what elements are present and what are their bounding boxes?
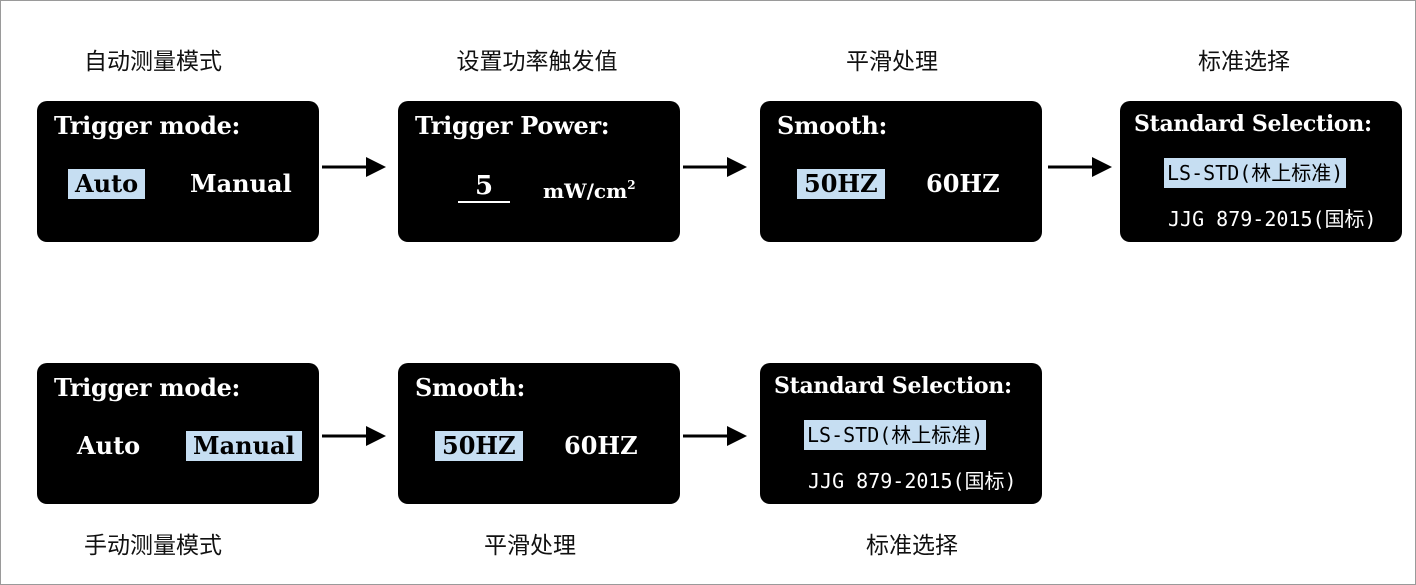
- caption-smooth: 平滑处理: [846, 49, 938, 75]
- option-jjg-879[interactable]: JJG 879-2015(国标): [808, 469, 1017, 493]
- screen-smooth: Smooth: 50HZ 60HZ: [760, 101, 1042, 242]
- caption-standard: 标准选择: [1198, 49, 1290, 75]
- screen-title: Standard Selection:: [1134, 111, 1372, 137]
- screen-title: Smooth:: [777, 111, 888, 140]
- option-manual[interactable]: Manual: [186, 431, 302, 461]
- option-50hz[interactable]: 50HZ: [435, 431, 523, 461]
- screen-title: Standard Selection:: [774, 373, 1012, 399]
- arrow-right-icon: [322, 426, 386, 446]
- option-60hz[interactable]: 60HZ: [564, 431, 638, 460]
- option-ls-std[interactable]: LS-STD(林上标准): [804, 420, 987, 450]
- caption-manual-mode: 手动测量模式: [84, 533, 222, 559]
- screen-title: Trigger mode:: [54, 373, 241, 402]
- screen-trigger-mode-auto: Trigger mode: Auto Manual: [37, 101, 319, 242]
- arrow-right-icon: [683, 426, 747, 446]
- screen-title: Trigger mode:: [54, 111, 241, 140]
- caption-smooth: 平滑处理: [484, 533, 576, 559]
- screen-trigger-power: Trigger Power: 5 mW/cm2: [398, 101, 680, 242]
- arrow-right-icon: [1048, 157, 1112, 177]
- option-auto[interactable]: Auto: [77, 431, 141, 460]
- screen-trigger-mode-manual: Trigger mode: Auto Manual: [37, 363, 319, 504]
- screen-title: Trigger Power:: [415, 111, 610, 140]
- arrow-right-icon: [322, 157, 386, 177]
- option-manual[interactable]: Manual: [190, 169, 292, 198]
- caption-standard: 标准选择: [866, 533, 958, 559]
- screen-smooth: Smooth: 50HZ 60HZ: [398, 363, 680, 504]
- power-value-field[interactable]: 5: [458, 171, 510, 203]
- power-unit: mW/cm2: [543, 178, 636, 203]
- caption-auto-mode: 自动测量模式: [84, 49, 222, 75]
- option-auto[interactable]: Auto: [68, 169, 146, 199]
- option-ls-std[interactable]: LS-STD(林上标准): [1164, 158, 1347, 188]
- option-50hz[interactable]: 50HZ: [797, 169, 885, 199]
- option-60hz[interactable]: 60HZ: [926, 169, 1000, 198]
- screen-standard-selection: Standard Selection: LS-STD(林上标准) JJG 879…: [1120, 101, 1402, 242]
- screen-standard-selection: Standard Selection: LS-STD(林上标准) JJG 879…: [760, 363, 1042, 504]
- screen-title: Smooth:: [415, 373, 526, 402]
- arrow-right-icon: [683, 157, 747, 177]
- option-jjg-879[interactable]: JJG 879-2015(国标): [1168, 207, 1377, 231]
- caption-trigger-power: 设置功率触发值: [456, 49, 618, 75]
